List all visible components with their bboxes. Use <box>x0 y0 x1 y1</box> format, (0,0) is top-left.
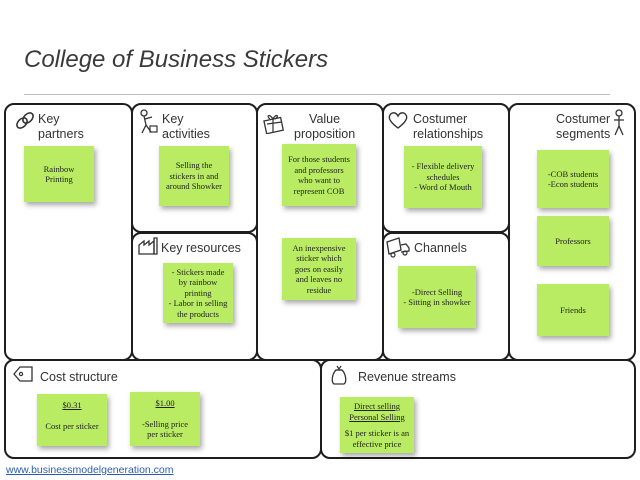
label-line: Costumer <box>556 112 611 126</box>
note-line: Friends <box>560 304 586 315</box>
note-line: schedules <box>426 171 460 182</box>
note-selling-price: $1.00 -Selling price per sticker <box>130 392 200 446</box>
value-proposition-label: Value proposition <box>294 112 355 142</box>
customer-relationships-label: Costumer relationships <box>413 112 483 142</box>
label-line: Costumer <box>413 112 468 126</box>
label-line: segments <box>556 127 611 141</box>
note-line: per sticker <box>147 429 183 439</box>
money-bag-icon <box>331 365 347 385</box>
note-cost-per-sticker: $0.31 Cost per sticker <box>37 394 107 446</box>
note-line: -COB students <box>547 168 599 179</box>
note-rainbow-printing: Rainbow Printing <box>24 146 94 202</box>
note-line: who want to <box>297 175 341 185</box>
note-stickers-labor: - Stickers made by rainbow printing - La… <box>163 263 233 323</box>
label-line: activities <box>162 127 210 141</box>
footer-link[interactable]: www.businessmodelgeneration.com <box>6 464 174 476</box>
note-friends: Friends <box>537 284 609 336</box>
person-working-icon <box>140 109 158 134</box>
note-line: by rainbow <box>178 277 218 288</box>
cost-structure-label: Cost structure <box>40 370 118 385</box>
title-divider <box>24 94 610 95</box>
note-line: - Sitting in showker <box>403 297 471 307</box>
note-line: sticker which <box>296 253 342 264</box>
note-students-professors: For those students and professors who wa… <box>282 144 356 206</box>
note-line: Cost per sticker <box>45 420 99 431</box>
customer-segments-label: Costumer segments <box>556 112 610 142</box>
note-line: printing <box>184 287 212 298</box>
label-line: proposition <box>294 127 356 141</box>
note-line: goes on easily <box>294 263 344 274</box>
note-line: represent COB <box>293 185 345 196</box>
note-line: stickers in and <box>169 170 219 181</box>
price-tag-icon <box>13 366 33 382</box>
note-line: residue <box>306 284 332 295</box>
label-line: Revenue streams <box>358 370 456 384</box>
note-line: Selling the <box>175 160 213 171</box>
link-icon <box>16 112 34 129</box>
key-activities-label: Key activities <box>162 112 210 142</box>
gift-icon <box>263 114 285 134</box>
note-line: Professors <box>555 235 591 246</box>
label-line: Key <box>38 112 60 126</box>
note-line: $1 per sticker is an <box>344 428 410 438</box>
label-line: Cost structure <box>40 370 118 384</box>
note-line: -Direct Selling <box>411 286 463 297</box>
label-line: Channels <box>414 241 467 255</box>
key-partners-label: Key partners <box>38 112 84 142</box>
truck-icon <box>386 237 410 258</box>
note-direct-selling: -Direct Selling - Sitting in showker <box>398 266 476 328</box>
label-line: partners <box>38 127 84 141</box>
note-line: For those students <box>288 154 350 164</box>
note-line: Printing <box>45 174 73 184</box>
person-icon <box>614 109 624 136</box>
heart-icon <box>388 112 408 129</box>
note-heading: Direct selling <box>353 401 401 411</box>
note-line: - Labor in selling <box>168 298 228 309</box>
note-professors: Professors <box>537 216 609 266</box>
label-line: relationships <box>413 127 484 141</box>
label-line: Key resources <box>161 241 241 255</box>
note-heading: $1.00 <box>155 398 175 408</box>
note-line: An inexpensive <box>292 242 346 253</box>
note-revenue-direct-selling: Direct selling Personal Selling $1 per s… <box>340 397 414 453</box>
page-title: College of Business Stickers <box>24 46 329 73</box>
note-heading: $0.31 <box>62 400 82 410</box>
note-line: the products <box>177 308 219 319</box>
factory-icon <box>138 237 158 255</box>
note-inexpensive-sticker: An inexpensive sticker which goes on eas… <box>282 238 356 300</box>
note-line: Rainbow <box>43 163 75 174</box>
note-line: effective price <box>352 438 402 449</box>
note-line: and professors <box>294 164 344 175</box>
label-line: Value <box>309 112 341 126</box>
note-selling-stickers: Selling the stickers in and around Showk… <box>159 146 229 206</box>
revenue-streams-label: Revenue streams <box>358 370 456 385</box>
note-line: and leaves no <box>295 274 343 285</box>
note-line: - Stickers made <box>171 266 225 277</box>
note-line: - Word of Mouth <box>414 182 472 193</box>
note-flexible-delivery: - Flexible delivery schedules - Word of … <box>404 146 482 208</box>
label-line: Key <box>162 112 184 126</box>
note-line: around Showker <box>166 181 222 192</box>
channels-label: Channels <box>414 241 467 256</box>
note-line: -Econ students <box>547 179 599 189</box>
note-heading: Personal Selling <box>349 411 405 422</box>
key-resources-label: Key resources <box>161 241 241 256</box>
note-line: - Flexible delivery <box>411 161 475 172</box>
note-line: -Selling price <box>141 418 189 429</box>
note-cob-econ-students: -COB students -Econ students <box>537 150 609 208</box>
